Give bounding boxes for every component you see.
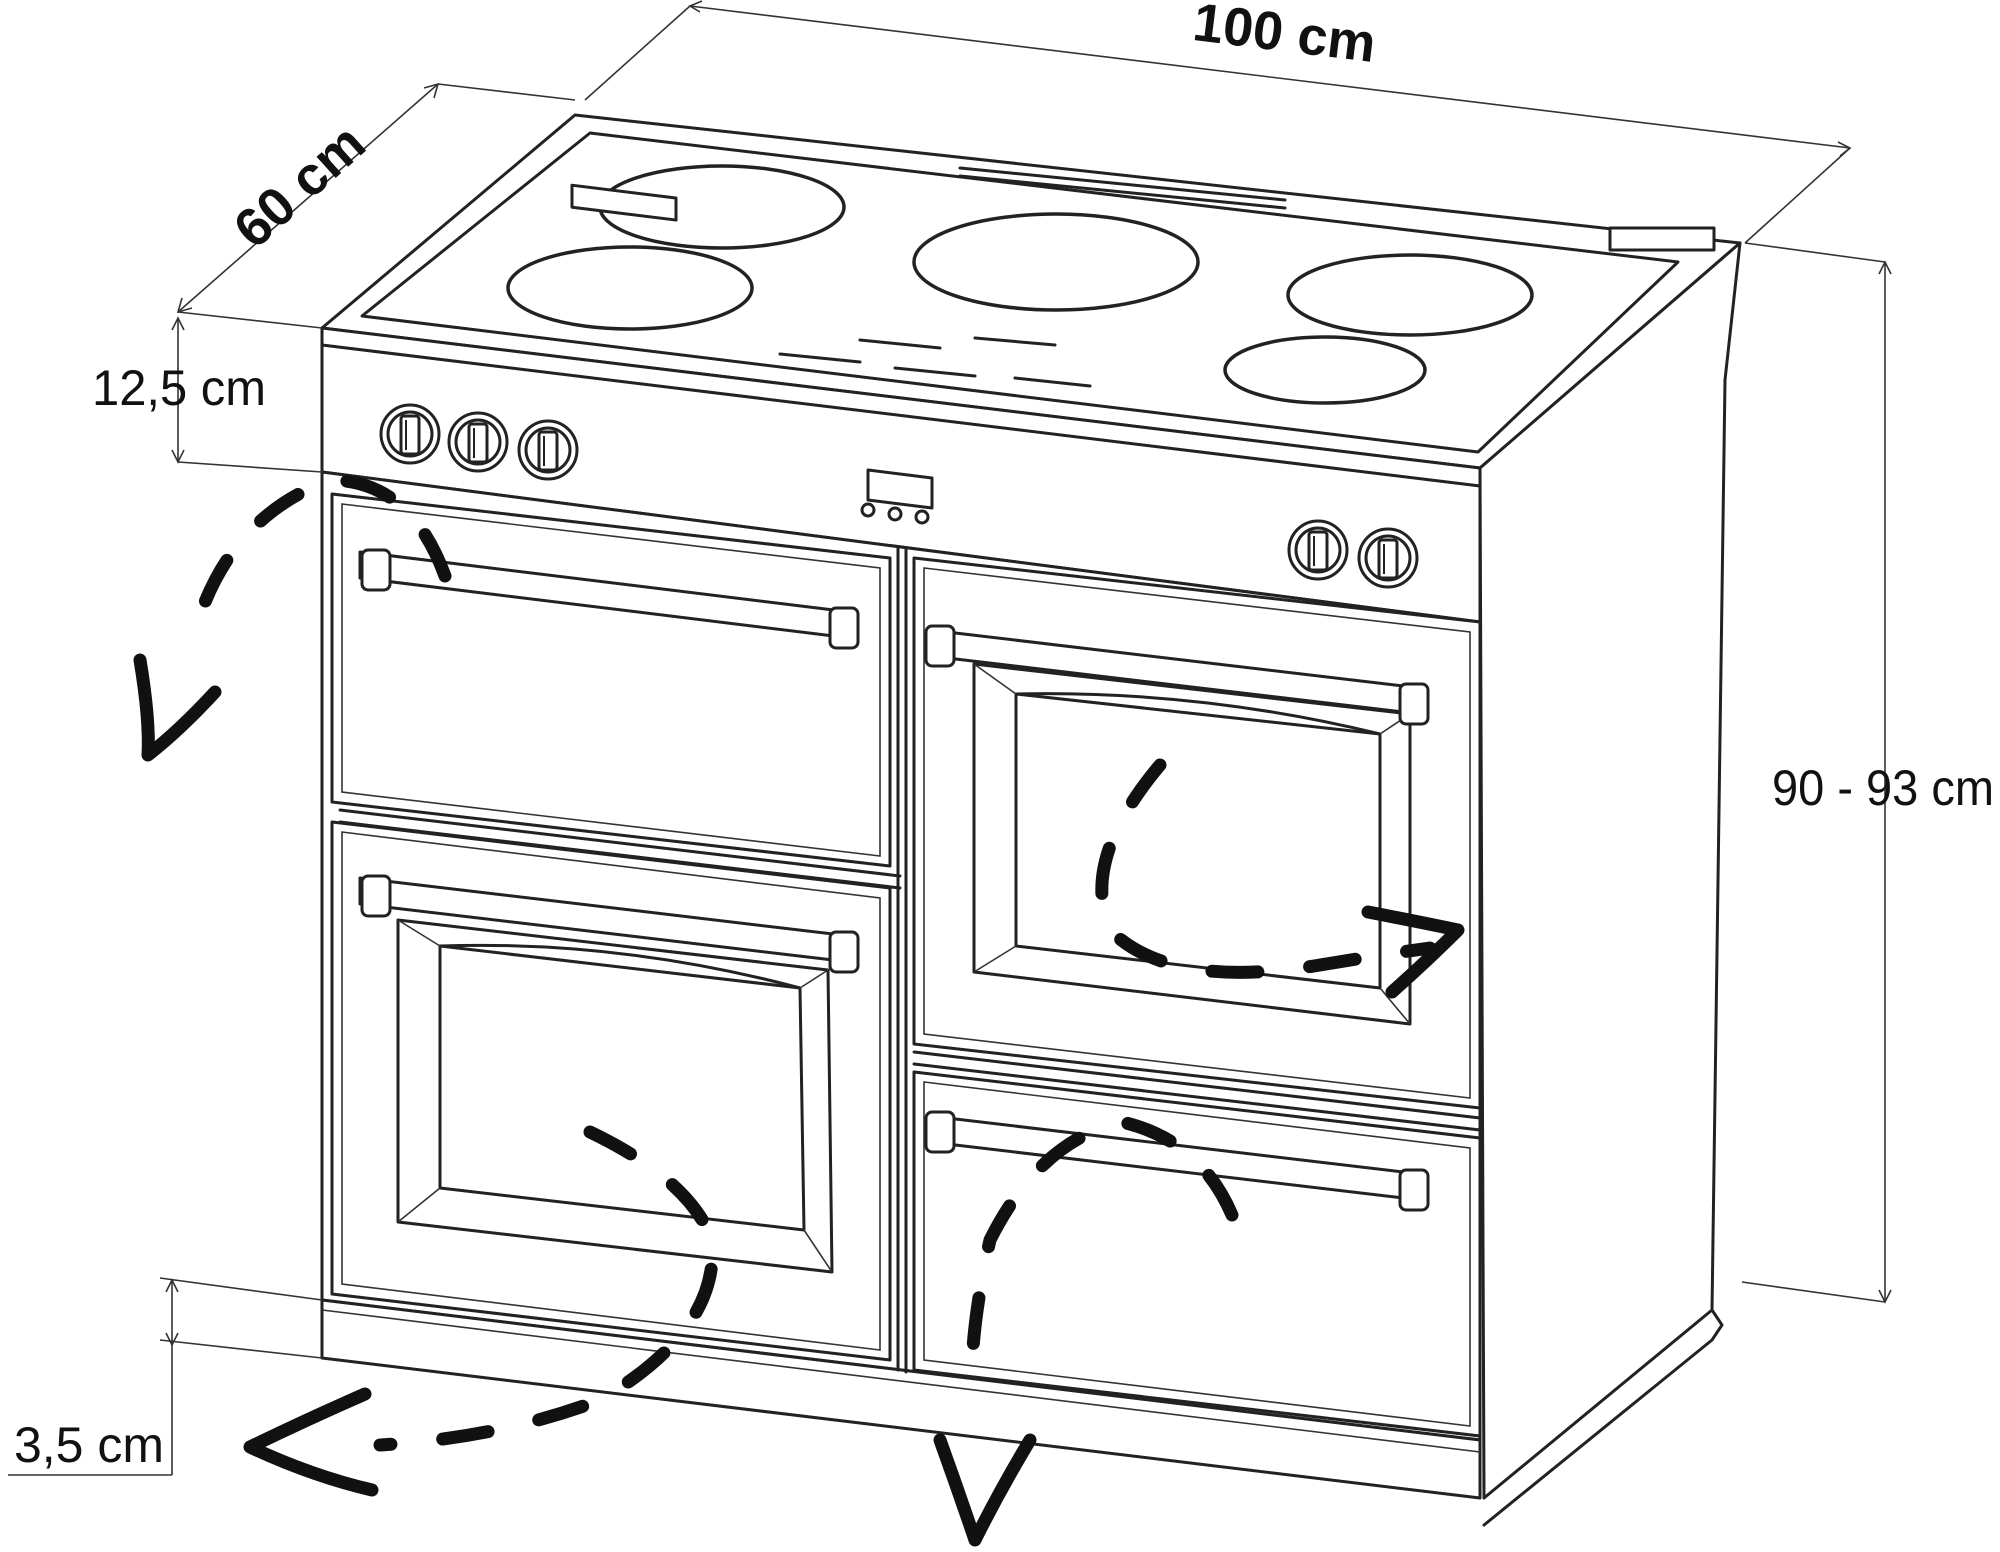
width-label: 100 cm: [1190, 0, 1379, 74]
control-knob-icon[interactable]: [517, 419, 579, 481]
control-knob-icon[interactable]: [1287, 519, 1349, 581]
dimension-lines: [8, 0, 1892, 1476]
drawer-right-lower[interactable]: [912, 1070, 1482, 1438]
depth-label: 60 cm: [223, 113, 377, 260]
door-opening-arrow-icon: [133, 473, 1465, 1547]
hob: [506, 164, 1716, 405]
vent-right: [1608, 226, 1716, 252]
door-right-upper[interactable]: [912, 556, 1482, 1132]
timer-button[interactable]: [914, 509, 930, 525]
burner-back-right: [1286, 253, 1534, 337]
oven-window: [972, 662, 1412, 1026]
burner-front-left: [506, 245, 754, 331]
oven-window: [396, 918, 834, 1274]
controls: [379, 403, 1419, 589]
burner-front-right: [1223, 335, 1427, 405]
timer-display: [866, 468, 934, 510]
control-knob-icon[interactable]: [1357, 527, 1419, 589]
timer-button[interactable]: [887, 506, 903, 522]
control-knob-icon[interactable]: [447, 411, 509, 473]
control-knob-icon[interactable]: [379, 403, 441, 465]
timer-button[interactable]: [860, 502, 876, 518]
control-panel-height-label: 12,5 cm: [92, 360, 266, 416]
side-panel: [1478, 241, 1742, 1500]
plinth: [320, 1298, 1482, 1500]
hob-glass: [360, 131, 1680, 454]
plinth-height-label: 3,5 cm: [14, 1417, 164, 1473]
vent-left: [570, 183, 678, 222]
hob-touch-controls: [778, 166, 1287, 388]
door-left-lower[interactable]: [330, 820, 892, 1362]
total-height-label: 90 - 93 cm: [1772, 760, 1994, 816]
burner-center: [912, 212, 1200, 312]
